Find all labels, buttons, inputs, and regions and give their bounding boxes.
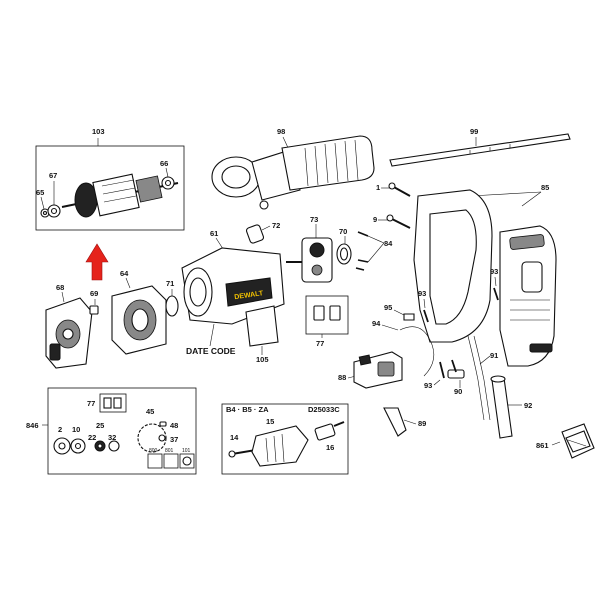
red-arrow-icon	[85, 243, 109, 281]
bracket-95: 95	[384, 303, 415, 321]
label-77-kit: 77	[87, 399, 95, 408]
label-plate-105: 105	[245, 305, 279, 364]
label-71: 71	[166, 279, 174, 288]
label-98: 98	[277, 127, 285, 136]
label-70: 70	[339, 227, 347, 236]
label-2: 2	[58, 425, 62, 434]
screws-84: 84	[355, 231, 393, 271]
case-861: 861	[536, 423, 595, 459]
depth-rod	[389, 133, 571, 167]
label-22: 22	[88, 433, 96, 442]
label-67: 67	[49, 171, 57, 180]
armature-windings	[92, 173, 140, 217]
clamp-90: 90	[447, 369, 465, 396]
label-800: 800	[149, 448, 158, 454]
label-15: 15	[266, 417, 274, 426]
label-69: 69	[90, 289, 98, 298]
brand-plate	[225, 277, 273, 307]
label-84: 84	[384, 239, 393, 248]
label-9: 9	[373, 215, 377, 224]
chuck-header-left: B4 · B5 · ZA	[226, 405, 269, 414]
screw-1: 1	[376, 182, 411, 197]
chuck-15	[251, 425, 309, 467]
label-45: 45	[146, 407, 154, 416]
brand-text: DEWALT	[234, 290, 264, 301]
label-101: 101	[182, 448, 191, 454]
label-66: 66	[160, 159, 168, 168]
baffle-71: 71	[165, 279, 179, 317]
side-handle-bolt	[259, 200, 269, 210]
label-90: 90	[454, 387, 462, 396]
kit-box-frame	[47, 387, 197, 475]
label-64: 64	[120, 269, 129, 278]
brush-box-77	[305, 295, 349, 335]
screw-9: 9	[373, 214, 411, 229]
label-801: 801	[165, 448, 174, 454]
label-61: 61	[210, 229, 218, 238]
seal-70: 70	[336, 227, 352, 265]
label-99: 99	[470, 127, 478, 136]
label-846: 846	[26, 421, 39, 430]
date-code-label: DATE CODE	[186, 346, 236, 356]
part-32-ring	[108, 440, 120, 452]
label-77-lower: 77	[316, 339, 324, 348]
housing-right-half	[499, 225, 557, 367]
part-72: 72	[245, 221, 280, 244]
label-103: 103	[92, 127, 105, 136]
kit-box-846: 846 77 2 10 25 22 32 45 48 37 800	[26, 387, 197, 475]
switch-88: 88	[338, 351, 403, 389]
label-105: 105	[256, 355, 269, 364]
label-94: 94	[372, 319, 381, 328]
gear-assembly-73: 73	[286, 215, 333, 283]
cable-guard-92: 92	[490, 375, 532, 439]
screw-93-upper: 93	[490, 267, 499, 301]
wire-94: 94	[372, 319, 435, 377]
label-65: 65	[36, 188, 44, 197]
label-91: 91	[490, 351, 498, 360]
label-25: 25	[96, 421, 104, 430]
side-handle-98: 98	[211, 127, 375, 210]
chuck-box: B4 · B5 · ZA D25033C 14 15 16	[221, 403, 349, 475]
chuck-header-right: D25033C	[308, 405, 340, 414]
screw-93-mid: 93	[418, 289, 429, 323]
depth-rod-99: 99	[389, 127, 571, 167]
label-88: 88	[338, 373, 346, 382]
label-93-mid: 93	[418, 289, 426, 298]
brushes-77: 77	[305, 295, 349, 348]
bearing-69: 69	[89, 289, 99, 315]
armature-commutator	[135, 175, 163, 203]
armature-group-103: 103 67 66 65	[35, 127, 185, 231]
label-16: 16	[326, 443, 334, 452]
label-37: 37	[170, 435, 178, 444]
label-72: 72	[272, 221, 280, 230]
cable-91: 91	[467, 335, 498, 421]
label-93-lower: 93	[424, 381, 432, 390]
label-85: 85	[541, 183, 549, 192]
label-93-upper: 93	[490, 267, 498, 276]
housing-85: 85	[413, 183, 557, 367]
label-48: 48	[170, 421, 178, 430]
label-68: 68	[56, 283, 64, 292]
label-1: 1	[376, 183, 380, 192]
part-89: 89	[383, 407, 426, 437]
screw-93-lower: 93	[424, 359, 457, 390]
field-coil-64: 64	[111, 269, 167, 355]
label-14: 14	[230, 433, 239, 442]
label-73: 73	[310, 215, 318, 224]
armature-box-frame	[35, 145, 185, 231]
label-10: 10	[72, 425, 80, 434]
chuck-box-frame	[221, 403, 349, 475]
label-95: 95	[384, 303, 392, 312]
part-45-oring	[137, 423, 167, 453]
gear-plate	[301, 237, 333, 283]
label-32: 32	[108, 433, 116, 442]
label-861: 861	[536, 441, 549, 450]
gear-housing-61: 61 DEWALT DATE CODE	[181, 229, 285, 356]
trigger-guard	[521, 261, 543, 293]
label-89: 89	[418, 419, 426, 428]
brush-holder-68: 68	[45, 283, 93, 369]
label-92: 92	[524, 401, 532, 410]
